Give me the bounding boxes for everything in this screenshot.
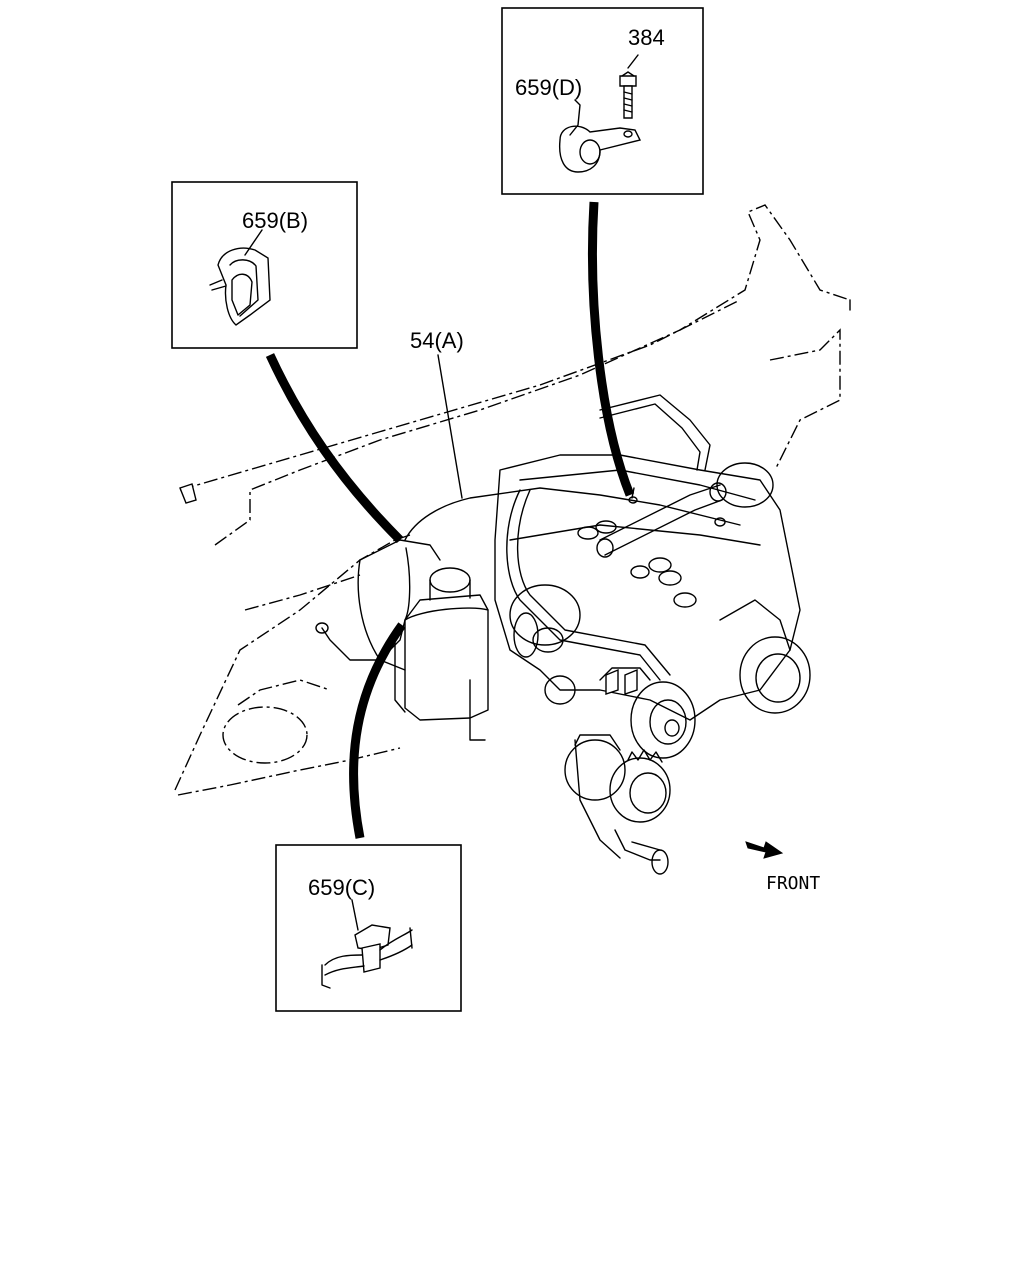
detail-box-659c <box>275 844 462 1012</box>
callout-384-label: 384 <box>628 25 665 50</box>
callout-659c-label: 659(C) <box>308 875 375 900</box>
callout-659b-label: 659(B) <box>242 208 308 233</box>
front-arrow-icon <box>745 841 784 859</box>
bolt-part <box>619 54 639 119</box>
clamp-part-c <box>321 899 413 989</box>
clamp-part-d <box>558 99 642 173</box>
leader-659d <box>588 201 635 497</box>
callout-54a-label: 54(A) <box>410 328 464 353</box>
front-label: FRONT <box>766 873 820 894</box>
reservoir-tank <box>357 539 489 741</box>
detail-box-659d <box>501 7 704 195</box>
callout-leaders <box>265 201 635 839</box>
callout-659d-label: 659(D) <box>515 75 582 100</box>
clamp-part-b <box>209 229 271 326</box>
leader-659c <box>349 622 406 839</box>
detail-box-659b <box>171 181 358 349</box>
leader-659b <box>265 353 404 544</box>
leader-54a <box>437 354 463 499</box>
wiring-harness <box>315 487 741 661</box>
engine-assembly <box>494 394 811 875</box>
